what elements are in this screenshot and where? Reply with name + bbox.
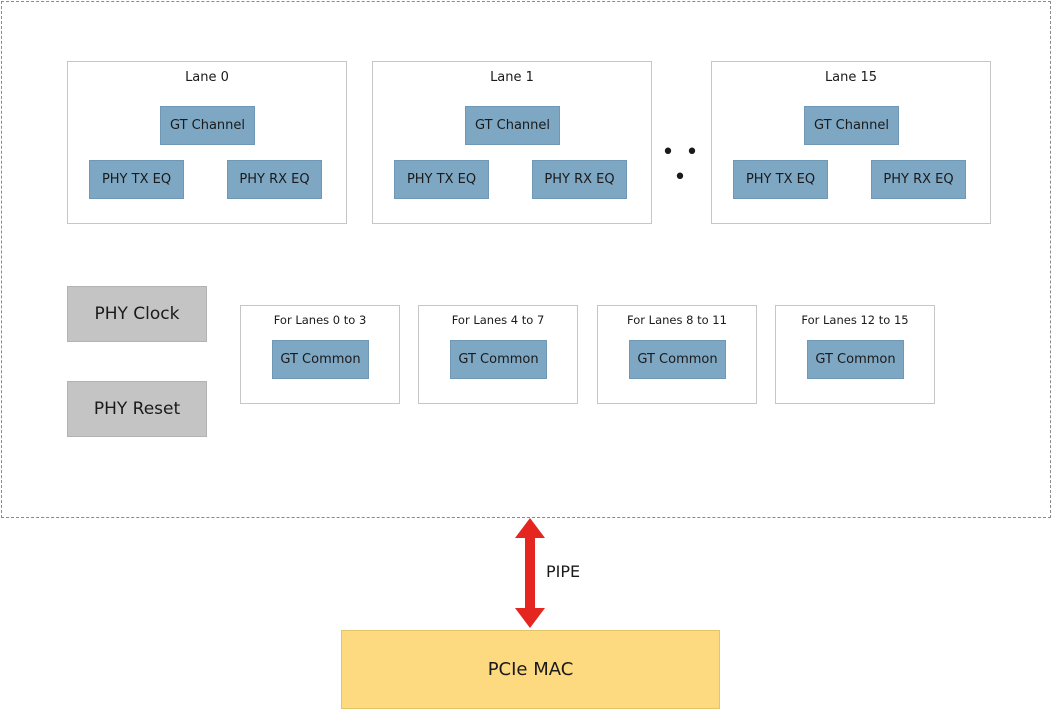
gt-common-group-title: For Lanes 8 to 11 <box>627 313 727 327</box>
phy-rx-eq: PHY RX EQ <box>532 160 627 199</box>
gt-common: GT Common <box>450 340 547 379</box>
lane-0-box: Lane 0 GT Channel PHY TX EQ PHY RX EQ <box>67 61 347 224</box>
pipe-double-arrow-icon <box>515 518 545 628</box>
lane-title: Lane 0 <box>185 70 229 85</box>
gt-common-group-title: For Lanes 0 to 3 <box>273 313 367 327</box>
phy-container <box>1 1 1051 518</box>
lane-title: Lane 1 <box>490 70 534 85</box>
phy-clock-block: PHY Clock <box>67 286 207 342</box>
lane-15-box: Lane 15 GT Channel PHY TX EQ PHY RX EQ <box>711 61 991 224</box>
pcie-mac-block: PCIe MAC <box>341 630 720 709</box>
gt-common-group-4-7: For Lanes 4 to 7 GT Common <box>418 305 578 404</box>
gt-common-group-0-3: For Lanes 0 to 3 GT Common <box>240 305 400 404</box>
gt-channel: GT Channel <box>160 106 255 145</box>
gt-common: GT Common <box>629 340 726 379</box>
gt-common: GT Common <box>272 340 369 379</box>
gt-common-group-title: For Lanes 4 to 7 <box>451 313 545 327</box>
phy-tx-eq: PHY TX EQ <box>89 160 184 199</box>
phy-rx-eq: PHY RX EQ <box>871 160 966 199</box>
lane-1-box: Lane 1 GT Channel PHY TX EQ PHY RX EQ <box>372 61 652 224</box>
phy-tx-eq: PHY TX EQ <box>733 160 828 199</box>
gt-common-group-12-15: For Lanes 12 to 15 GT Common <box>775 305 935 404</box>
gt-channel: GT Channel <box>465 106 560 145</box>
phy-tx-eq: PHY TX EQ <box>394 160 489 199</box>
lanes-ellipsis: • • • <box>661 140 701 190</box>
gt-common: GT Common <box>807 340 904 379</box>
phy-reset-block: PHY Reset <box>67 381 207 437</box>
gt-common-group-title: For Lanes 12 to 15 <box>801 313 909 327</box>
gt-common-group-8-11: For Lanes 8 to 11 GT Common <box>597 305 757 404</box>
gt-channel: GT Channel <box>804 106 899 145</box>
lane-title: Lane 15 <box>824 70 878 85</box>
pipe-label: PIPE <box>546 562 581 581</box>
phy-rx-eq: PHY RX EQ <box>227 160 322 199</box>
